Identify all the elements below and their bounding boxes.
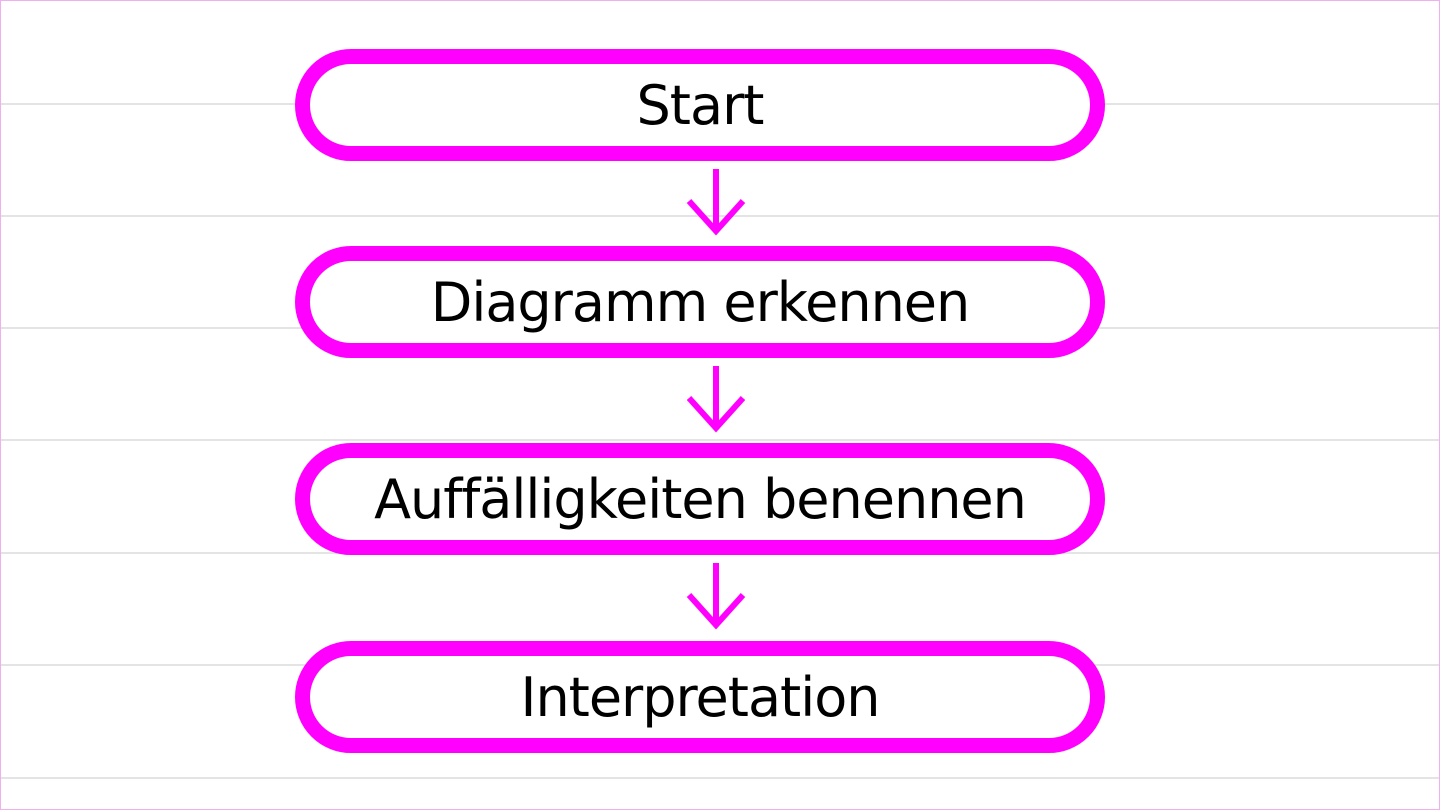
flow-step-auffaelligkeiten-benennen: Auffälligkeiten benennen bbox=[295, 443, 1105, 555]
arrow-down-icon bbox=[686, 169, 746, 236]
flow-step-diagramm-erkennen: Diagramm erkennen bbox=[295, 246, 1105, 358]
arrow-down-icon bbox=[686, 563, 746, 630]
rule-line bbox=[1, 439, 1439, 441]
flow-step-label: Diagramm erkennen bbox=[430, 270, 971, 334]
flow-step-label: Start bbox=[636, 73, 765, 137]
flow-step-label: Interpretation bbox=[520, 665, 881, 729]
flow-step-label: Auffälligkeiten benennen bbox=[374, 467, 1027, 531]
flow-step-interpretation: Interpretation bbox=[295, 641, 1105, 753]
arrow-down-icon bbox=[686, 366, 746, 433]
flow-step-start: Start bbox=[295, 49, 1105, 161]
rule-line bbox=[1, 777, 1439, 779]
rule-line bbox=[1, 215, 1439, 217]
